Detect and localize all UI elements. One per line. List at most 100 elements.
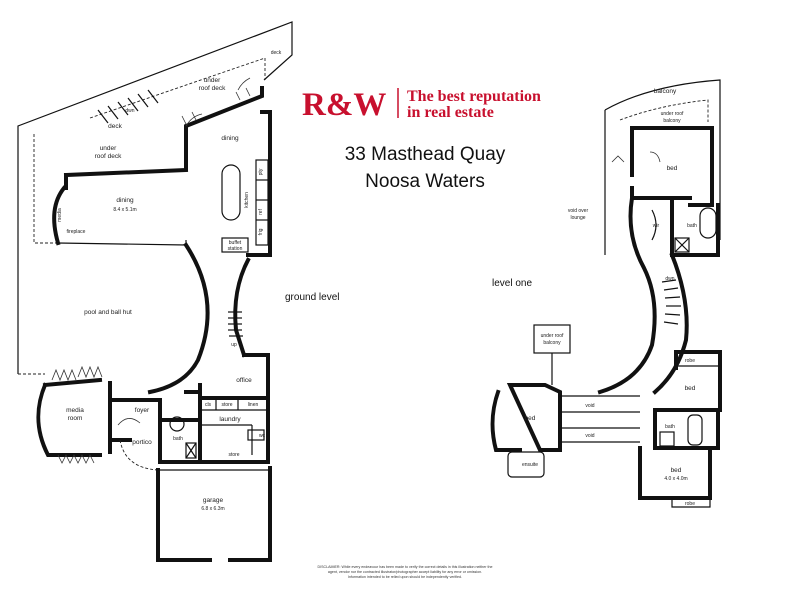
disclaimer-line2: agent, vendor nor the contracted illustr… <box>328 570 482 574</box>
level-one-label: level one <box>492 278 532 289</box>
label-wir: wir <box>653 223 660 229</box>
buffet-station <box>221 237 249 253</box>
bed-bottom-walls <box>638 446 712 500</box>
label-bed-top: bed <box>667 165 678 172</box>
label-dining-upper: dining <box>221 135 239 142</box>
ground-level-label: ground level <box>285 292 339 303</box>
brand-tagline-line2: in real estate <box>407 104 494 121</box>
laundry-tub <box>247 429 265 441</box>
label-under-roof-deck-left-2: roof deck <box>95 153 122 160</box>
brand-logo: R&W <box>302 87 386 123</box>
address-line1: 33 Masthead Quay <box>345 144 506 165</box>
label-linen: linen <box>248 402 259 408</box>
label-balcony: balcony <box>654 88 677 95</box>
fireplace-wall <box>52 185 67 246</box>
label-bed-left: bed <box>525 415 536 422</box>
level-one-plan <box>490 79 722 508</box>
deck-outline <box>17 21 293 374</box>
label-pool-hut: pool and ball hut <box>84 309 132 316</box>
dining-walls <box>63 148 189 190</box>
label-wc: wc <box>259 433 266 439</box>
disclaimer-line3: Information intended to be relied upon s… <box>348 575 462 579</box>
ensuite-outline <box>507 451 545 478</box>
stair-curve <box>233 257 251 358</box>
label-bed-bottom: bed <box>671 467 682 474</box>
disclaimer-line1: DISCLAIMER: While every endeavour has be… <box>318 565 493 569</box>
label-under-roof-balcony: under roof <box>661 111 684 117</box>
label-office: office <box>236 377 252 384</box>
label-ensuite: ensuite <box>522 462 538 468</box>
label-garage-size: 6.8 x 6.3m <box>201 506 224 512</box>
label-void1: void <box>585 403 594 409</box>
walkway-curve-inner <box>652 252 689 395</box>
label-under-roof-deck-top-2: roof deck <box>199 85 226 92</box>
bath-l1-walls <box>653 408 720 450</box>
under-roof-balcony-b <box>533 324 571 354</box>
label-ref: ref <box>258 208 264 214</box>
label-laundry: laundry <box>219 416 241 423</box>
label-robe1: robe <box>685 358 695 364</box>
label-buffet-2: station <box>228 246 243 252</box>
pool-hut-curve <box>147 242 210 395</box>
under-roof-deck-top-outline <box>89 57 266 119</box>
label-deck-top: deck <box>271 50 282 56</box>
under-roof-deck-left-outline <box>33 134 56 244</box>
label-under-roof-deck-left: under <box>100 145 117 152</box>
label-bed-right: bed <box>685 385 696 392</box>
label-dwn-l1: dwn <box>665 276 674 282</box>
label-under-roof-balcony-b: under roof <box>541 333 564 339</box>
label-garage: garage <box>203 497 224 504</box>
label-buffet: buffet <box>229 240 242 246</box>
deck-stairs <box>97 89 159 124</box>
level-one-stairs <box>661 279 681 325</box>
label-dining-size: 8.4 x 5.1m <box>113 207 136 213</box>
ground-stairs <box>228 311 243 337</box>
label-bath: bath <box>173 436 183 442</box>
label-pty: pty <box>258 168 264 175</box>
label-store2: store <box>228 452 239 458</box>
balcony-outline <box>604 79 721 240</box>
kitchen-bench <box>255 159 269 246</box>
media-room-windows <box>51 365 103 464</box>
label-media-room: media <box>66 407 84 414</box>
label-foyer: foyer <box>135 407 150 414</box>
label-portico: portico <box>132 439 152 446</box>
label-store1: store <box>221 402 232 408</box>
void-bridge-1 <box>560 395 640 413</box>
wir-bath-walls <box>630 196 720 257</box>
kitchen-island <box>221 164 241 221</box>
brand-logo-block: R&W The best reputation in real estate <box>302 87 541 123</box>
label-up: up <box>231 342 237 348</box>
label-void2: void <box>585 433 594 439</box>
bed-right-walls <box>653 350 722 412</box>
bathtub-top <box>699 207 717 239</box>
label-kitchen: kitchen <box>244 192 250 208</box>
label-media-nook: media <box>57 208 63 222</box>
label-under-roof-deck-top: under <box>204 77 221 84</box>
label-dining: dining <box>116 197 134 204</box>
ground-level-plan <box>17 21 293 562</box>
address-line2: Noosa Waters <box>365 171 485 192</box>
upper-dining-walls <box>184 86 272 257</box>
brand-tagline-line1: The best reputation <box>407 88 541 105</box>
void-bridge-2 <box>560 427 640 443</box>
label-frig: frig <box>258 228 264 235</box>
label-bed-bottom-size: 4.0 x 4.0m <box>664 476 687 482</box>
label-bath-top: bath <box>687 223 697 229</box>
label-deck-left: deck <box>108 123 122 130</box>
label-cls: cls <box>205 402 212 408</box>
label-media-room-2: room <box>68 415 83 422</box>
label-dwn: dwn <box>125 108 134 114</box>
label-bath2: bath <box>665 424 675 430</box>
label-void-lounge-2: lounge <box>570 215 585 221</box>
bed-left-walls <box>490 383 562 452</box>
bathtub-l1 <box>687 414 703 446</box>
label-under-roof-balcony-2: balcony <box>663 118 681 124</box>
garage-walls <box>156 466 272 562</box>
label-fireplace: fireplace <box>67 229 86 235</box>
label-robe2: robe <box>685 501 695 507</box>
walkway-curve-outer <box>597 195 657 395</box>
label-void-lounge: void over <box>568 208 589 214</box>
label-under-roof-balcony-b-2: balcony <box>543 340 561 346</box>
